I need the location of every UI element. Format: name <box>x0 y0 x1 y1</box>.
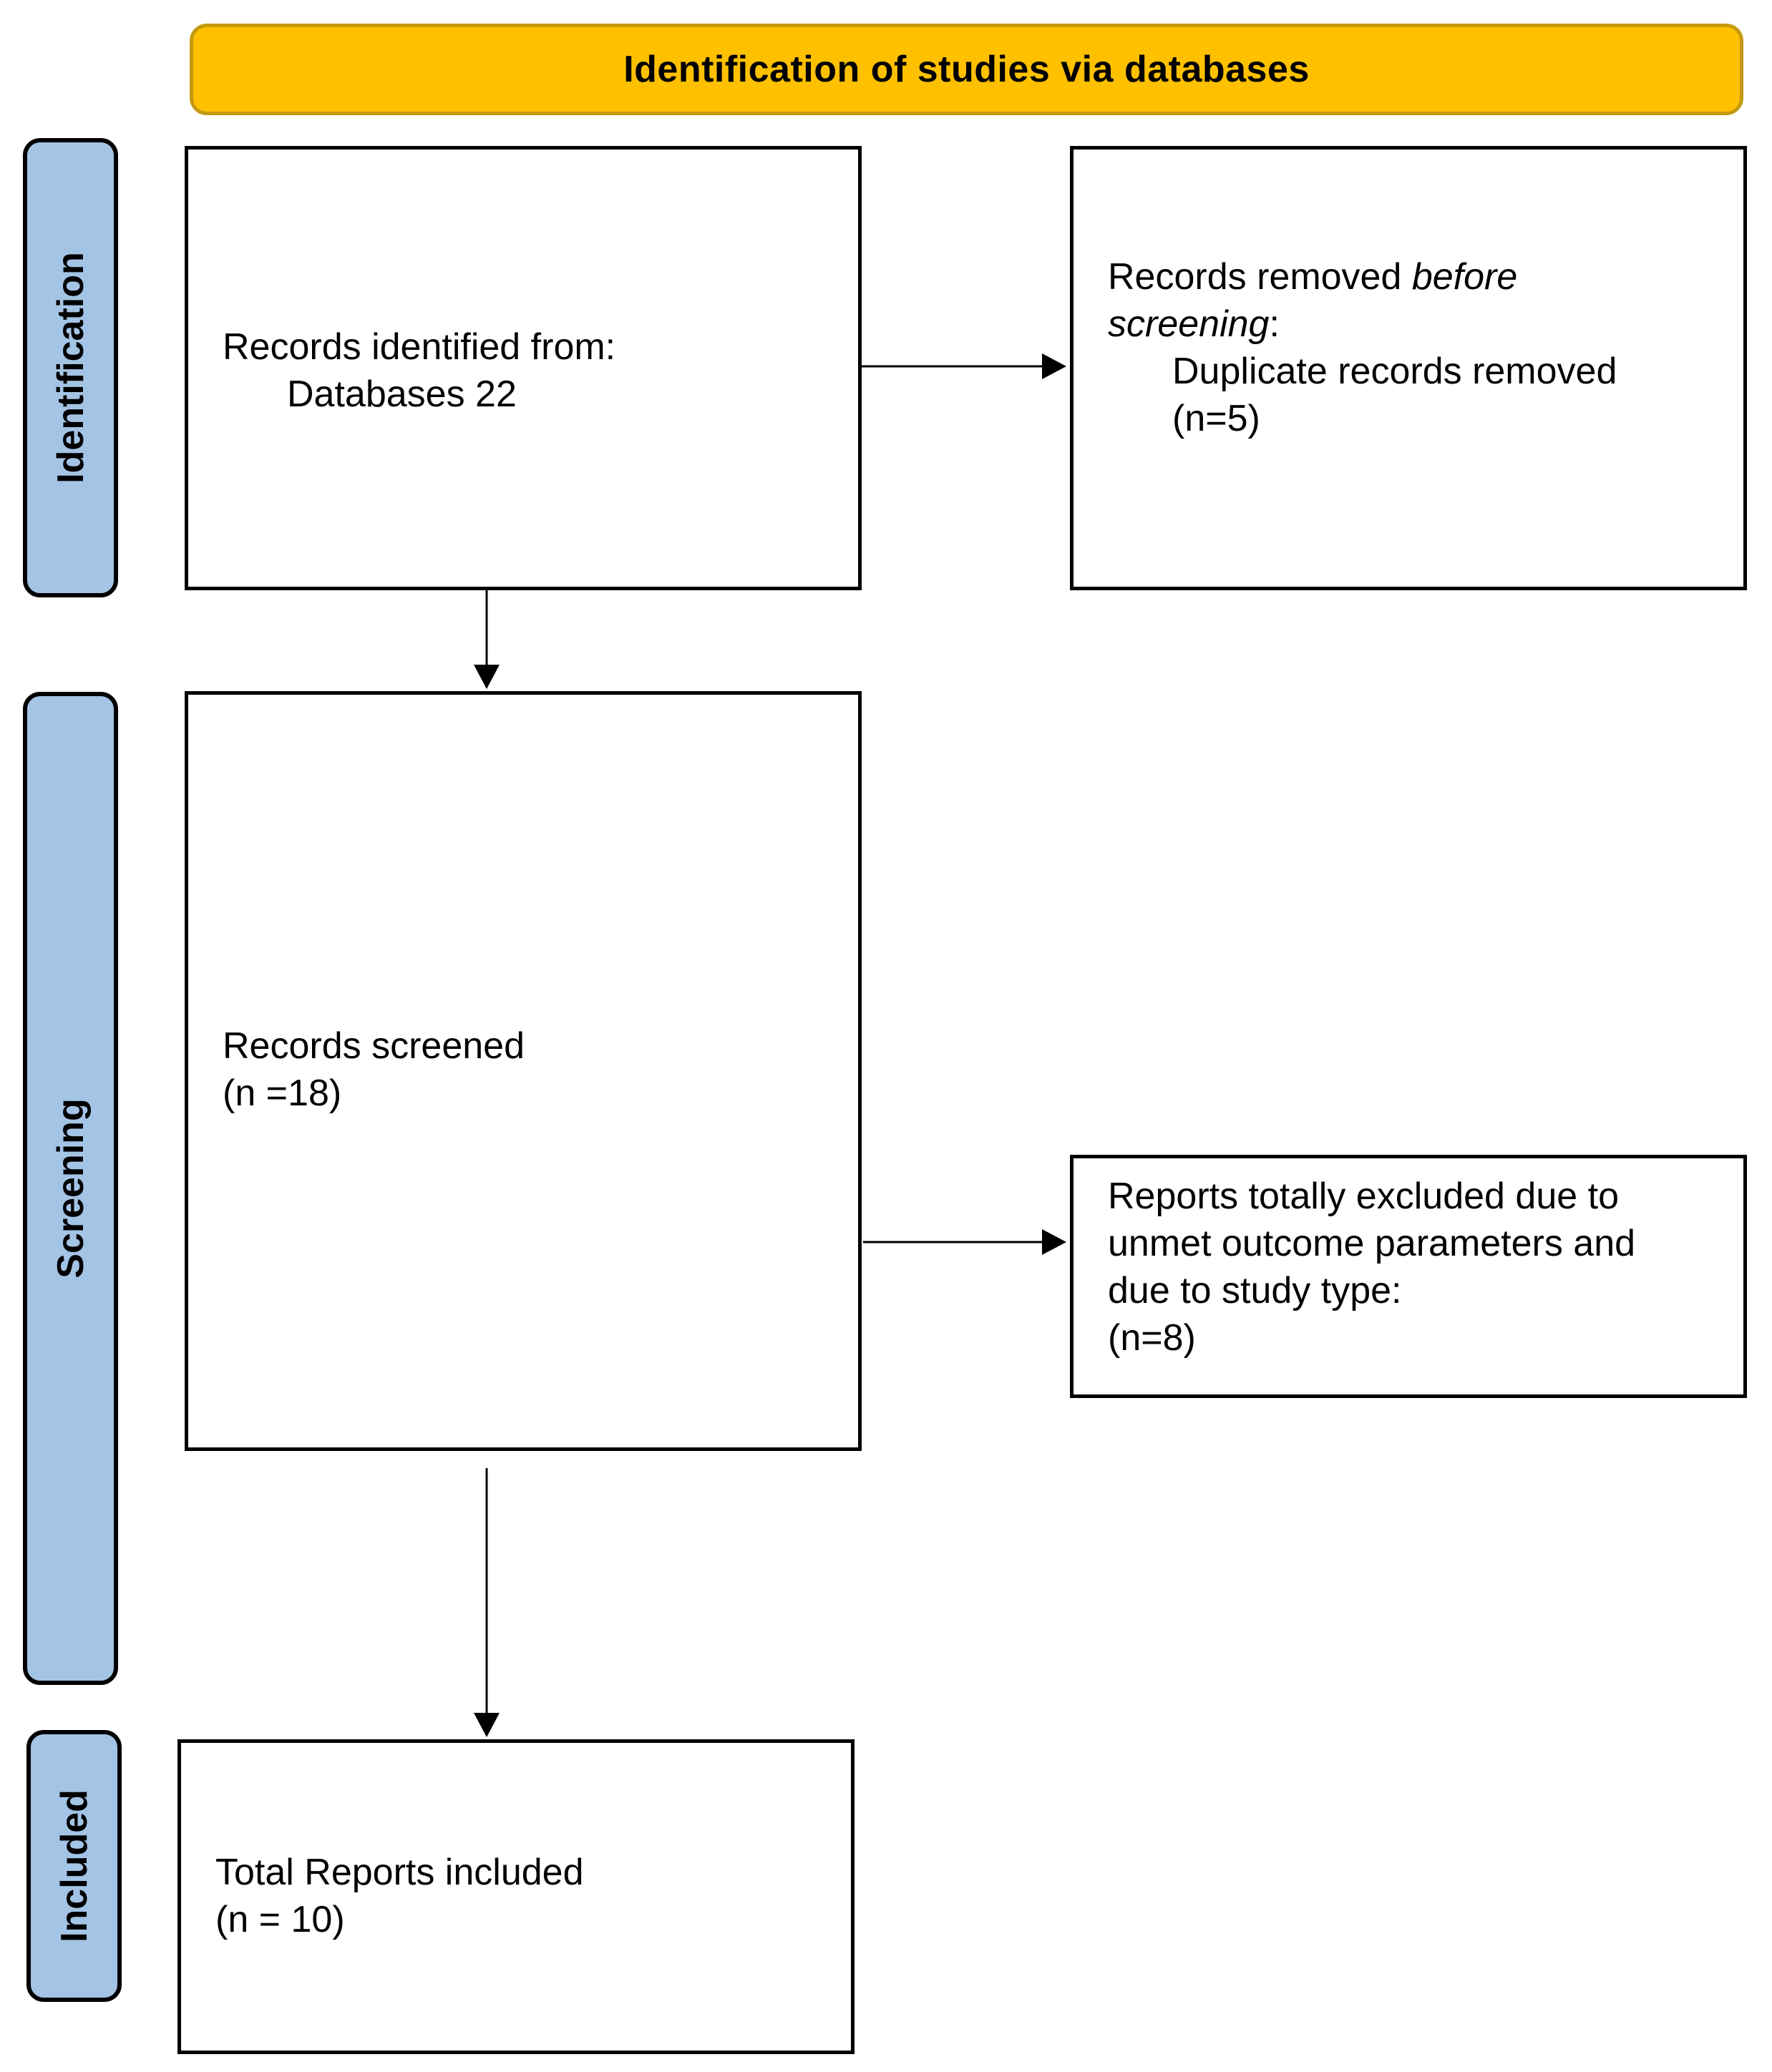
records-identified-box: Records identified from: Databases 22 <box>185 146 862 590</box>
duplicate-records-label: Duplicate records removed <box>1172 351 1617 392</box>
records-removed-screening: screening <box>1108 303 1270 345</box>
records-removed-before: before <box>1411 256 1518 298</box>
header-banner: Identification of studies via databases <box>190 24 1743 115</box>
records-removed-prefix: Records removed <box>1108 256 1412 298</box>
duplicate-records-count: (n=5) <box>1172 398 1260 439</box>
arrowhead-screened <box>474 665 500 689</box>
phase-identification: Identification <box>23 138 118 597</box>
records-identified-label: Records identified from: <box>223 326 616 368</box>
total-included-label: Total Reports included <box>215 1852 584 1893</box>
reports-excluded-line2: unmet outcome parameters and <box>1108 1223 1636 1264</box>
arrowhead-removed <box>1042 353 1066 379</box>
reports-excluded-count: (n=8) <box>1108 1317 1196 1359</box>
total-included-box: Total Reports included (n = 10) <box>177 1739 855 2054</box>
records-removed-colon: : <box>1269 303 1280 345</box>
records-screened-box: Records screened (n =18) <box>185 691 862 1451</box>
total-included-count: (n = 10) <box>215 1899 345 1940</box>
reports-excluded-line3: due to study type: <box>1108 1270 1402 1311</box>
reports-excluded-line1: Reports totally excluded due to <box>1108 1176 1619 1217</box>
arrowhead-included <box>474 1713 500 1737</box>
records-removed-box: Records removed before screening: Duplic… <box>1070 146 1747 590</box>
records-identified-count: Databases 22 <box>287 373 517 415</box>
records-screened-count: (n =18) <box>223 1072 342 1114</box>
arrowhead-excluded <box>1042 1229 1066 1255</box>
records-screened-label: Records screened <box>223 1025 525 1067</box>
reports-excluded-box: Reports totally excluded due to unmet ou… <box>1070 1155 1747 1398</box>
header-title: Identification of studies via databases <box>623 49 1310 90</box>
phase-screening: Screening <box>23 692 118 1685</box>
phase-included: Included <box>26 1730 122 2002</box>
